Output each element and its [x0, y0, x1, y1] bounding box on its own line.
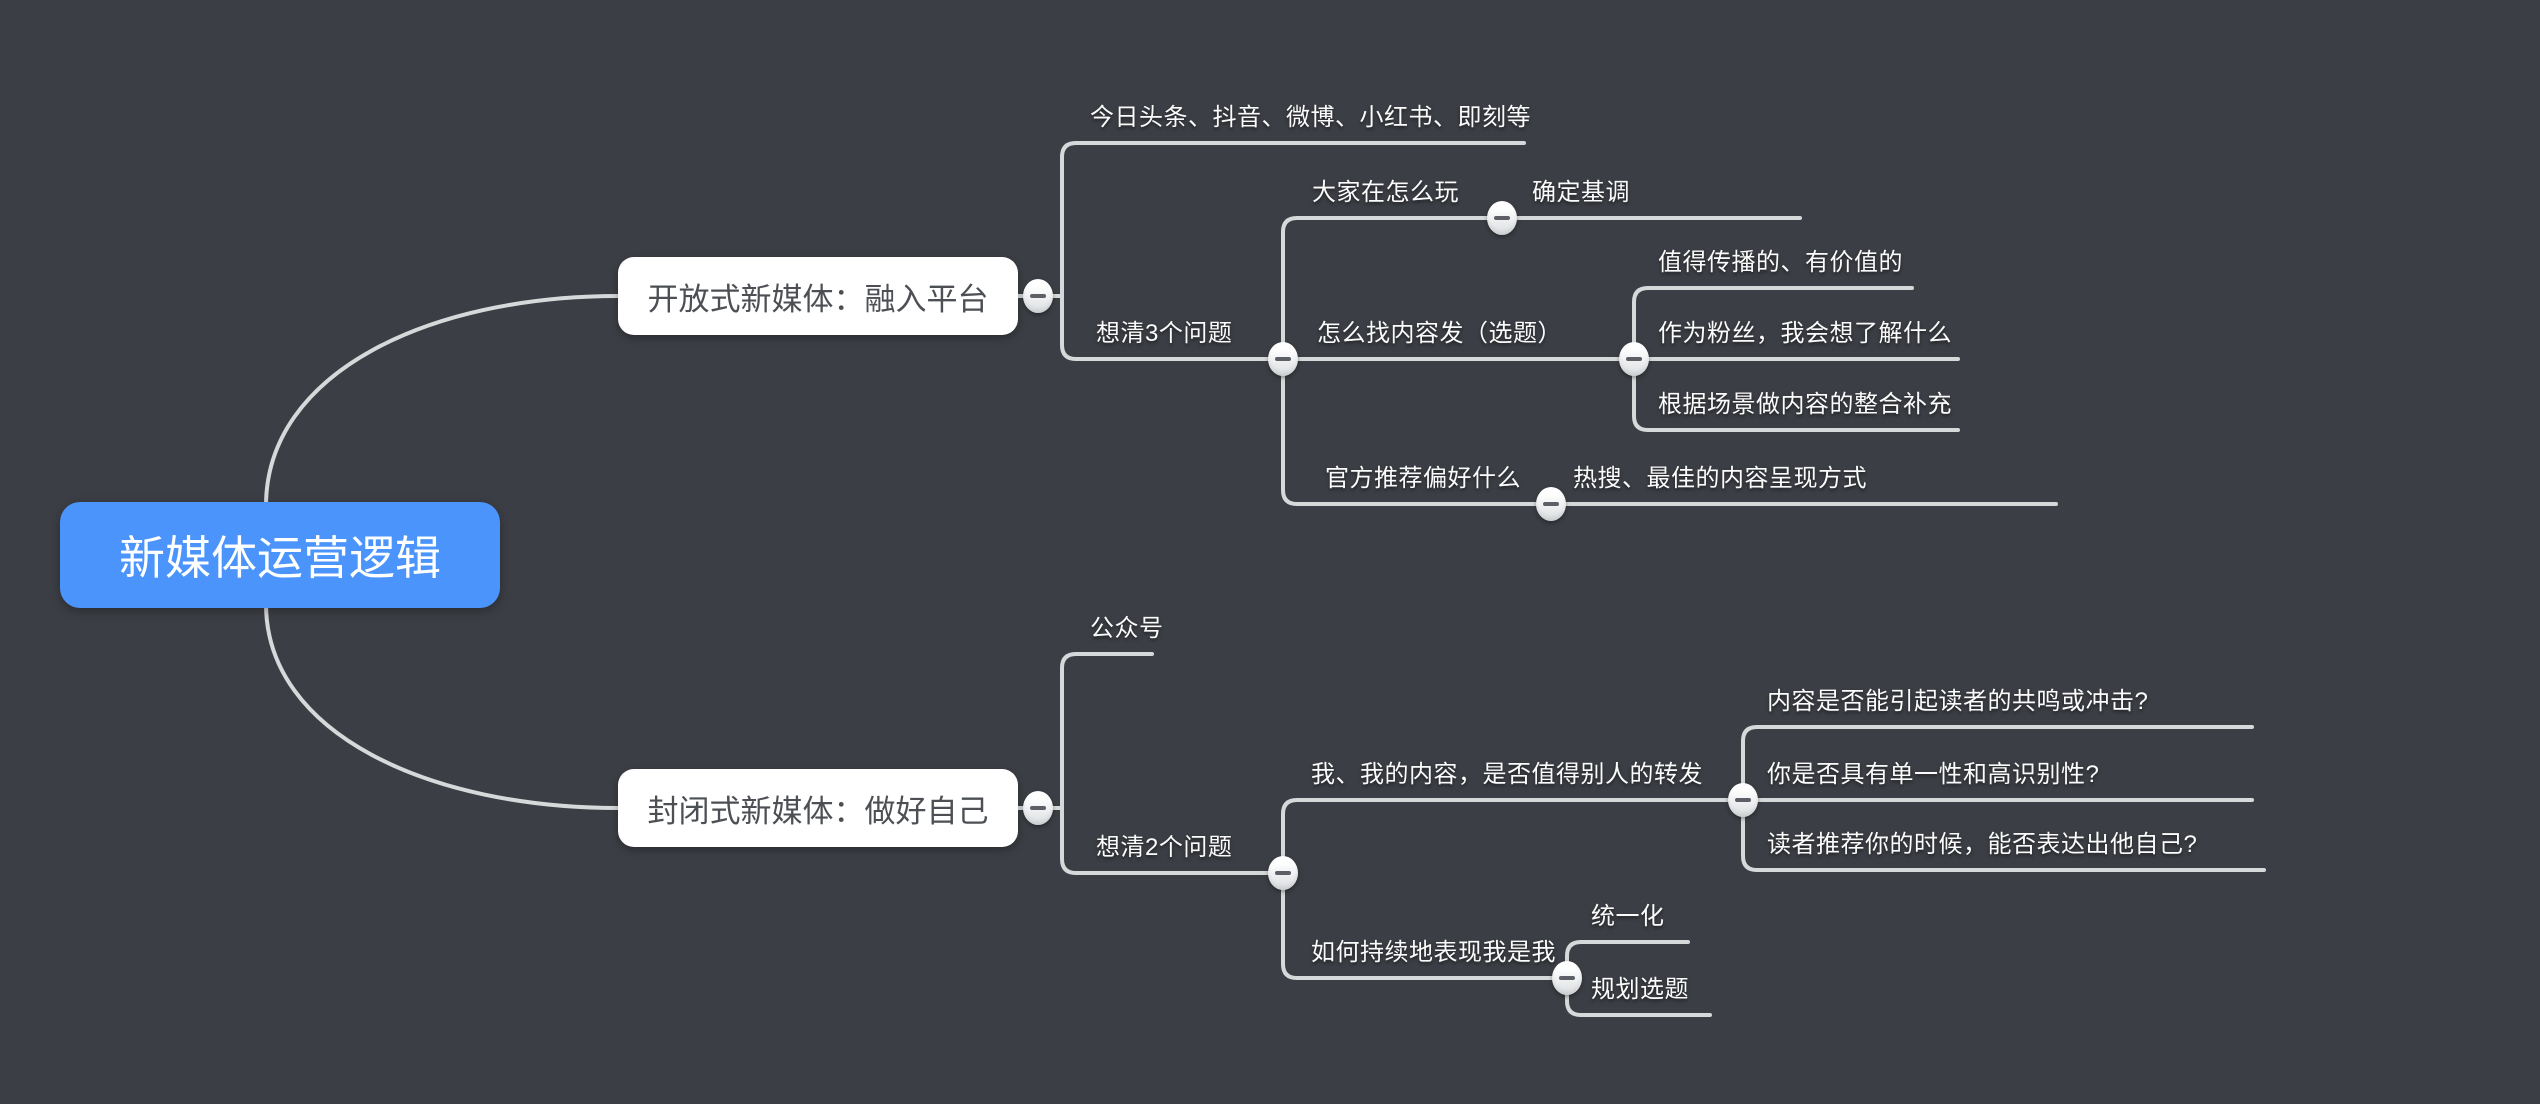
minus-icon — [1559, 976, 1575, 980]
collapse-button-how-play[interactable] — [1487, 201, 1517, 235]
collapse-button-find-content[interactable] — [1619, 342, 1649, 376]
topic-as-fan[interactable]: 作为粉丝，我会想了解什么 — [1658, 320, 1952, 347]
topic-think2[interactable]: 想清2个问题 — [1096, 834, 1233, 861]
branch-open-topic[interactable]: 开放式新媒体：融入平台 — [618, 257, 1018, 335]
topic-wechat[interactable]: 公众号 — [1090, 615, 1164, 642]
topic-find-content[interactable]: 怎么找内容发（选题） — [1317, 320, 1562, 347]
topic-resonate[interactable]: 内容是否能引起读者的共鸣或冲击? — [1767, 688, 2149, 715]
collapse-button-think3[interactable] — [1268, 342, 1298, 376]
minus-icon — [1030, 806, 1046, 810]
topic-official-prefer[interactable]: 官方推荐偏好什么 — [1325, 465, 1521, 492]
collapse-button-open-branch[interactable] — [1023, 279, 1053, 313]
collapse-button-official-prefer[interactable] — [1536, 487, 1566, 521]
topic-scene-merge[interactable]: 根据场景做内容的整合补充 — [1658, 391, 1952, 418]
bracket-closed-children — [1060, 652, 1078, 875]
collapse-button-think2[interactable] — [1268, 856, 1298, 890]
topic-think3[interactable]: 想清3个问题 — [1096, 320, 1233, 347]
topic-set-tone[interactable]: 确定基调 — [1532, 179, 1630, 206]
minus-icon — [1275, 357, 1291, 361]
topic-express-self[interactable]: 读者推荐你的时候，能否表达出他自己? — [1767, 831, 2198, 858]
curve-root-to-open-branch — [264, 294, 620, 508]
topic-hot-search[interactable]: 热搜、最佳的内容呈现方式 — [1573, 465, 1867, 492]
topic-worth-spreading[interactable]: 值得传播的、有价值的 — [1658, 249, 1903, 276]
minus-icon — [1735, 798, 1751, 802]
topic-plan-topics[interactable]: 规划选题 — [1591, 976, 1689, 1003]
branch-closed-topic[interactable]: 封闭式新媒体：做好自己 — [618, 769, 1018, 847]
collapse-button-worth-forward[interactable] — [1728, 783, 1758, 817]
root-topic-label: 新媒体运营逻辑 — [119, 532, 441, 584]
minus-icon — [1543, 502, 1559, 506]
collapse-button-closed-branch[interactable] — [1023, 791, 1053, 825]
branch-open-label: 开放式新媒体：融入平台 — [647, 281, 989, 317]
minus-icon — [1494, 216, 1510, 220]
minus-icon — [1030, 294, 1046, 298]
topic-worth-forward[interactable]: 我、我的内容，是否值得别人的转发 — [1311, 761, 1703, 788]
minus-icon — [1626, 357, 1642, 361]
topic-how-play[interactable]: 大家在怎么玩 — [1312, 179, 1459, 206]
branch-closed-label: 封闭式新媒体：做好自己 — [647, 793, 989, 829]
topic-platforms[interactable]: 今日头条、抖音、微博、小红书、即刻等 — [1090, 104, 1531, 131]
collapse-button-persist-self[interactable] — [1552, 961, 1582, 995]
minus-icon — [1275, 871, 1291, 875]
topic-persist-self[interactable]: 如何持续地表现我是我 — [1311, 939, 1556, 966]
curve-root-to-closed-branch — [264, 602, 620, 810]
root-topic[interactable]: 新媒体运营逻辑 — [60, 502, 500, 608]
bracket-open-children — [1060, 141, 1078, 361]
topic-unified[interactable]: 统一化 — [1591, 903, 1665, 930]
topic-identifiable[interactable]: 你是否具有单一性和高识别性? — [1767, 761, 2100, 788]
